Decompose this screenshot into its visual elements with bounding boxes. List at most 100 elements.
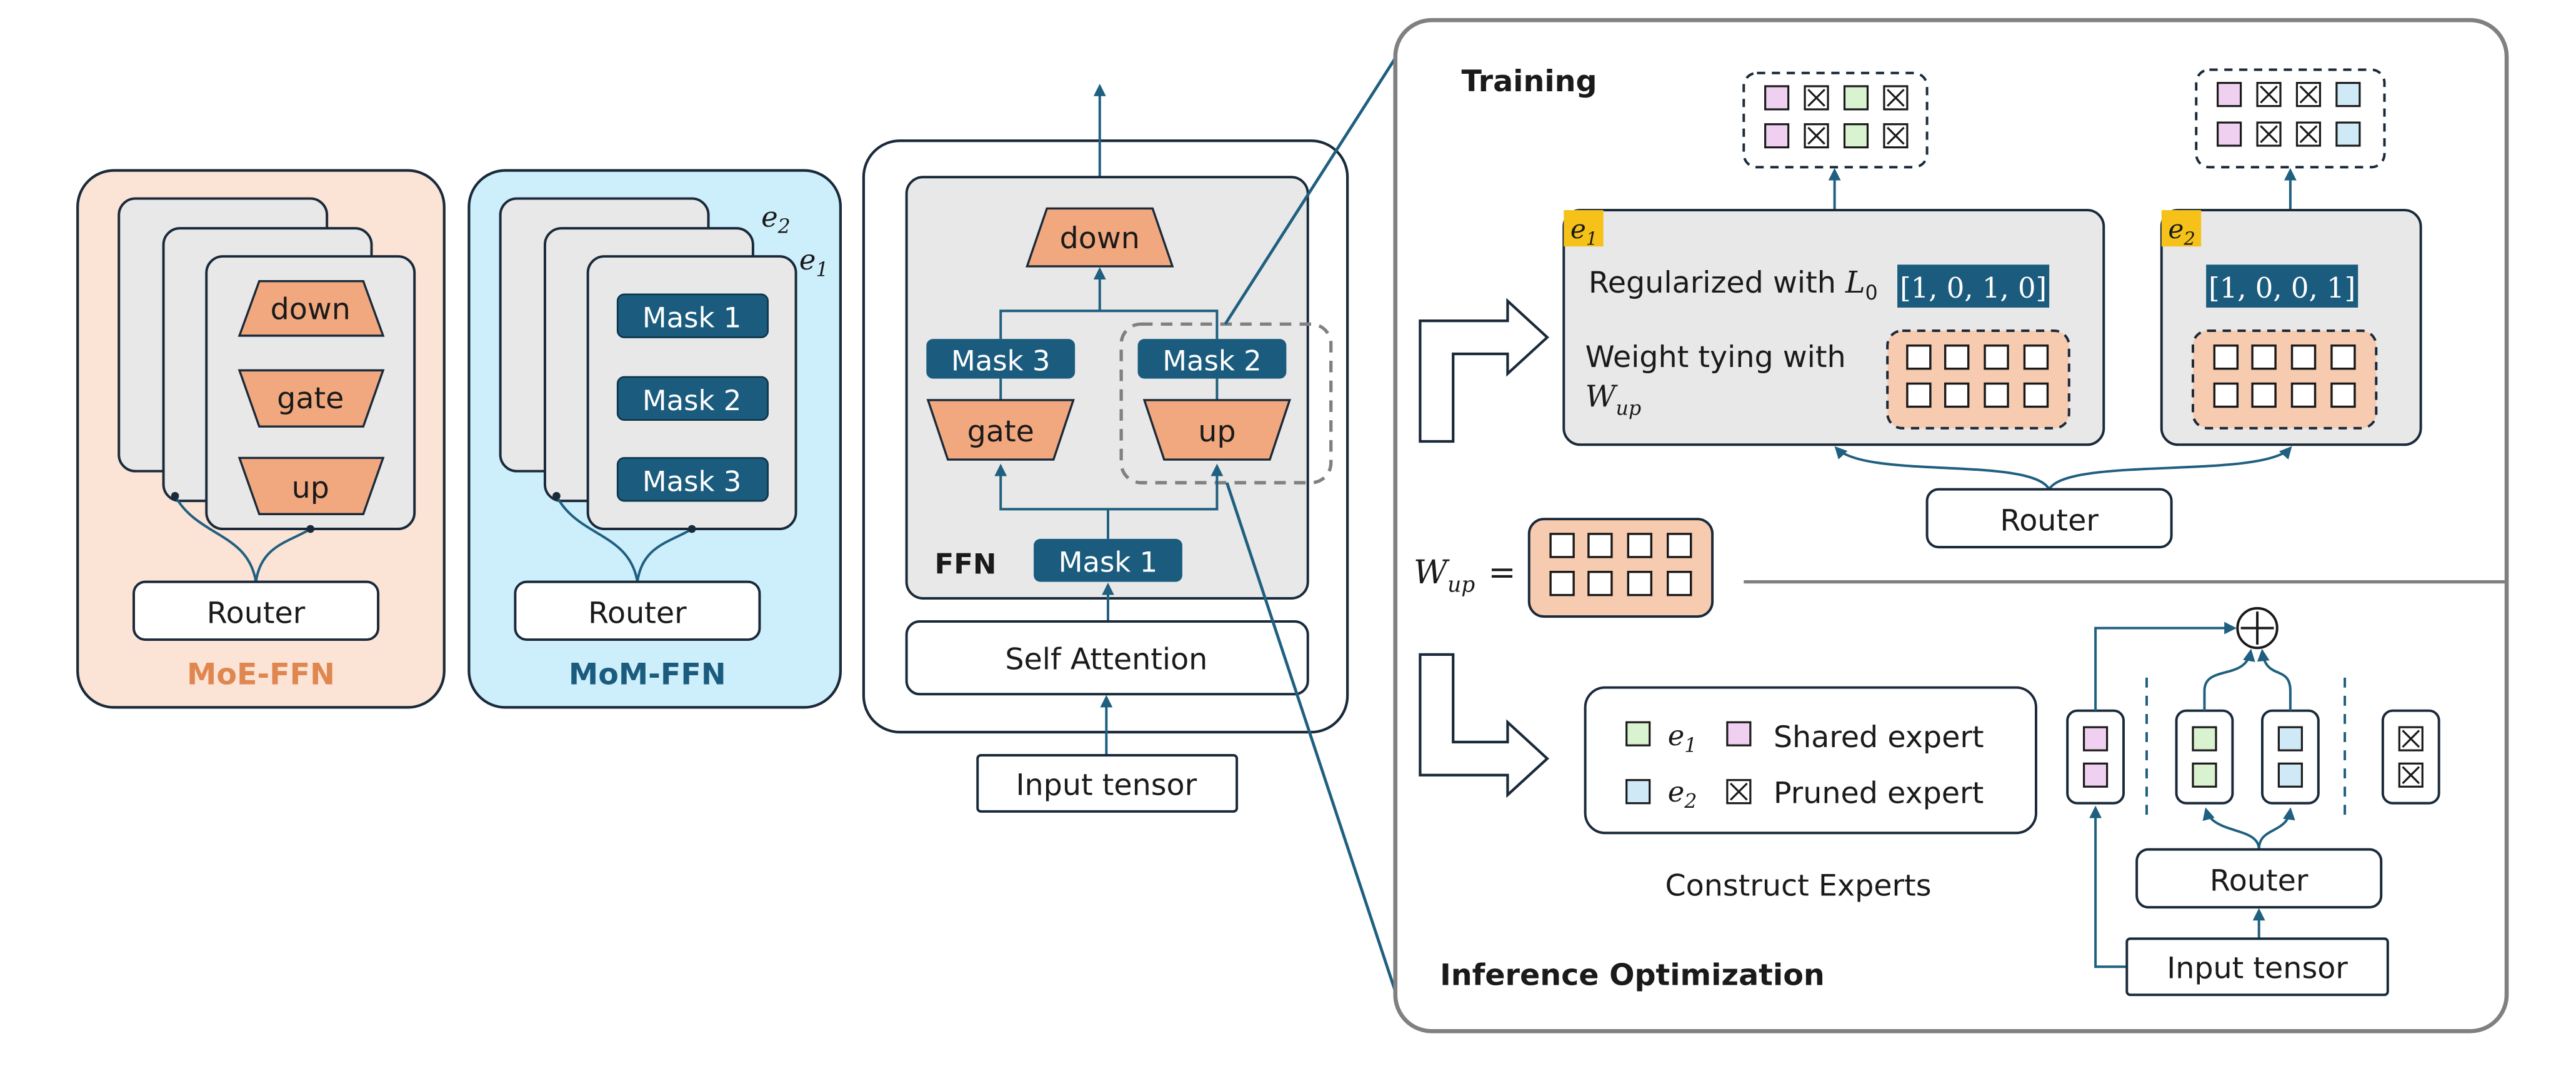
ffn-mask3-label: Mask 3 xyxy=(951,344,1051,377)
moe-gate-label: gate xyxy=(277,381,344,416)
e2-expert-column xyxy=(2260,709,2320,805)
legend-e2-swatch xyxy=(1625,779,1651,805)
e2-badge xyxy=(2161,210,2202,247)
ffn-down-label: down xyxy=(1060,221,1140,256)
inference-flow-arrow xyxy=(1419,653,1549,798)
weight-tying-text: Weight tying with xyxy=(1585,340,1846,375)
ffn-gate-block xyxy=(926,399,1075,461)
inference-router-label: Router xyxy=(2210,864,2309,898)
inference-input-box xyxy=(2125,937,2389,997)
ffn-mask3-box xyxy=(926,339,1076,379)
e1-weight-cells xyxy=(1906,344,2049,408)
e1-mask-vector: [1, 0, 1, 0] xyxy=(1900,271,2047,304)
ffn-mask1-label: Mask 1 xyxy=(1059,546,1158,579)
pruned-expert-column xyxy=(2381,709,2440,805)
mom-router-label: Router xyxy=(588,596,687,631)
legend-shared-swatch xyxy=(1726,721,1752,747)
e2-output-group xyxy=(2195,68,2386,169)
mom-e2-label: e2 xyxy=(761,200,791,238)
training-router-box xyxy=(1925,488,2173,549)
transformer-block: FFN down Mask 3 Mask 2 gate up Mask 1 Se… xyxy=(862,83,1349,813)
mom-panel-title: MoM-FFN xyxy=(569,657,726,691)
legend-e2-label: e2 xyxy=(1668,775,1697,813)
e1-mask-vector-box xyxy=(1897,264,2050,308)
e2-to-sum-arrow xyxy=(2257,648,2292,711)
inference-title: Inference Optimization xyxy=(1440,958,1825,992)
e1-expert-column xyxy=(2175,709,2234,805)
self-attention-box xyxy=(905,620,1309,696)
input-to-shared-arrow xyxy=(2089,805,2127,968)
moe-router-label: Router xyxy=(207,596,306,631)
construct-experts-caption: Construct Experts xyxy=(1665,869,1931,903)
training-flow-arrow xyxy=(1419,298,1549,443)
moe-router-arrow-right xyxy=(254,525,315,582)
mom-router-box xyxy=(514,580,761,641)
legend-shared-label: Shared expert xyxy=(1774,720,1984,755)
ffn-merge-lines xyxy=(999,309,1219,339)
moe-router-box xyxy=(132,580,380,641)
wup-equation: Wup= xyxy=(1414,553,1516,597)
legend-e1-label: e1 xyxy=(1668,719,1697,757)
mom-ffn-panel: e2 e1 Mask 1 Mask 2 Mask 3 Router MoM-FF… xyxy=(467,169,842,709)
self-attention-label: Self Attention xyxy=(1005,643,1207,677)
zoom-line-top xyxy=(1224,39,1409,325)
mom-router-arrow-right xyxy=(636,525,696,582)
ffn-label: FFN xyxy=(935,547,997,580)
e2-badge-label: e2 xyxy=(2168,214,2195,249)
ffn-mask1-box xyxy=(1034,538,1182,582)
inference-input-label: Input tensor xyxy=(2167,952,2348,986)
mom-mask1-box xyxy=(616,293,769,338)
shared-to-sum-arrow xyxy=(2094,621,2237,711)
ffn-up-label: up xyxy=(1198,415,1236,449)
ffn-gate-label: gate xyxy=(967,415,1034,449)
e1-output-group xyxy=(1742,71,1929,169)
zoom-line-bottom xyxy=(1225,482,1400,1002)
e1-output-cells xyxy=(1764,85,1909,149)
moe-panel-title: MoE-FFN xyxy=(187,657,335,691)
wup-matrix xyxy=(1527,518,1714,618)
mom-mask2-box xyxy=(616,376,769,421)
moe-down-label: down xyxy=(271,292,351,326)
e2-mask-vector-box xyxy=(2206,264,2359,308)
inference-router-arrow-right xyxy=(2257,807,2295,850)
wup-matrix-cells xyxy=(1549,533,1692,596)
inference-router-box xyxy=(2135,848,2383,909)
mom-mask1-label: Mask 1 xyxy=(642,301,742,334)
ffn-input-label: Input tensor xyxy=(1016,768,1197,802)
ffn-split-line-right xyxy=(1107,463,1224,511)
weight-tying-wup: Wup xyxy=(1585,380,1642,420)
detail-panel: Training e xyxy=(1393,18,2509,1033)
e1-badge xyxy=(1564,210,1604,247)
moe-down-block xyxy=(237,279,385,337)
mom-mask2-label: Mask 2 xyxy=(642,384,742,417)
mom-mask3-label: Mask 3 xyxy=(642,465,742,498)
e1-badge-label: e1 xyxy=(1570,214,1598,249)
e2-output-cells xyxy=(2217,82,2361,147)
ffn-mask2-box xyxy=(1137,339,1287,379)
e1-to-sum-arrow xyxy=(2203,648,2255,711)
e2-weight-group xyxy=(2192,329,2378,430)
mom-mask3-box xyxy=(616,457,769,502)
shared-expert-column xyxy=(2066,709,2125,805)
moe-ffn-panel: down gate up Router MoE-FFN xyxy=(76,169,446,709)
mom-router-arrow-left xyxy=(552,491,639,582)
ffn-split-lines xyxy=(994,463,1109,539)
mom-e1-label: e1 xyxy=(799,243,829,281)
inference-router-arrow-left xyxy=(2202,807,2260,850)
moe-up-label: up xyxy=(292,471,329,505)
legend-e1-swatch xyxy=(1625,721,1651,747)
moe-router-arrow-left xyxy=(171,491,257,582)
ffn-input-box xyxy=(976,754,1239,813)
ffn-up-block xyxy=(1142,399,1292,461)
ffn-mask2-label: Mask 2 xyxy=(1162,344,1262,377)
moe-up-block xyxy=(237,456,385,515)
expert-legend xyxy=(1584,686,2037,835)
e2-weight-cells xyxy=(2213,344,2356,408)
legend-pruned-label: Pruned expert xyxy=(1774,777,1984,811)
training-router-arrow-left xyxy=(1834,446,2050,490)
moe-gate-block xyxy=(237,369,385,428)
training-title: Training xyxy=(1461,64,1597,99)
training-router-label: Router xyxy=(2000,504,2099,538)
training-router-arrow-right xyxy=(2048,446,2292,490)
